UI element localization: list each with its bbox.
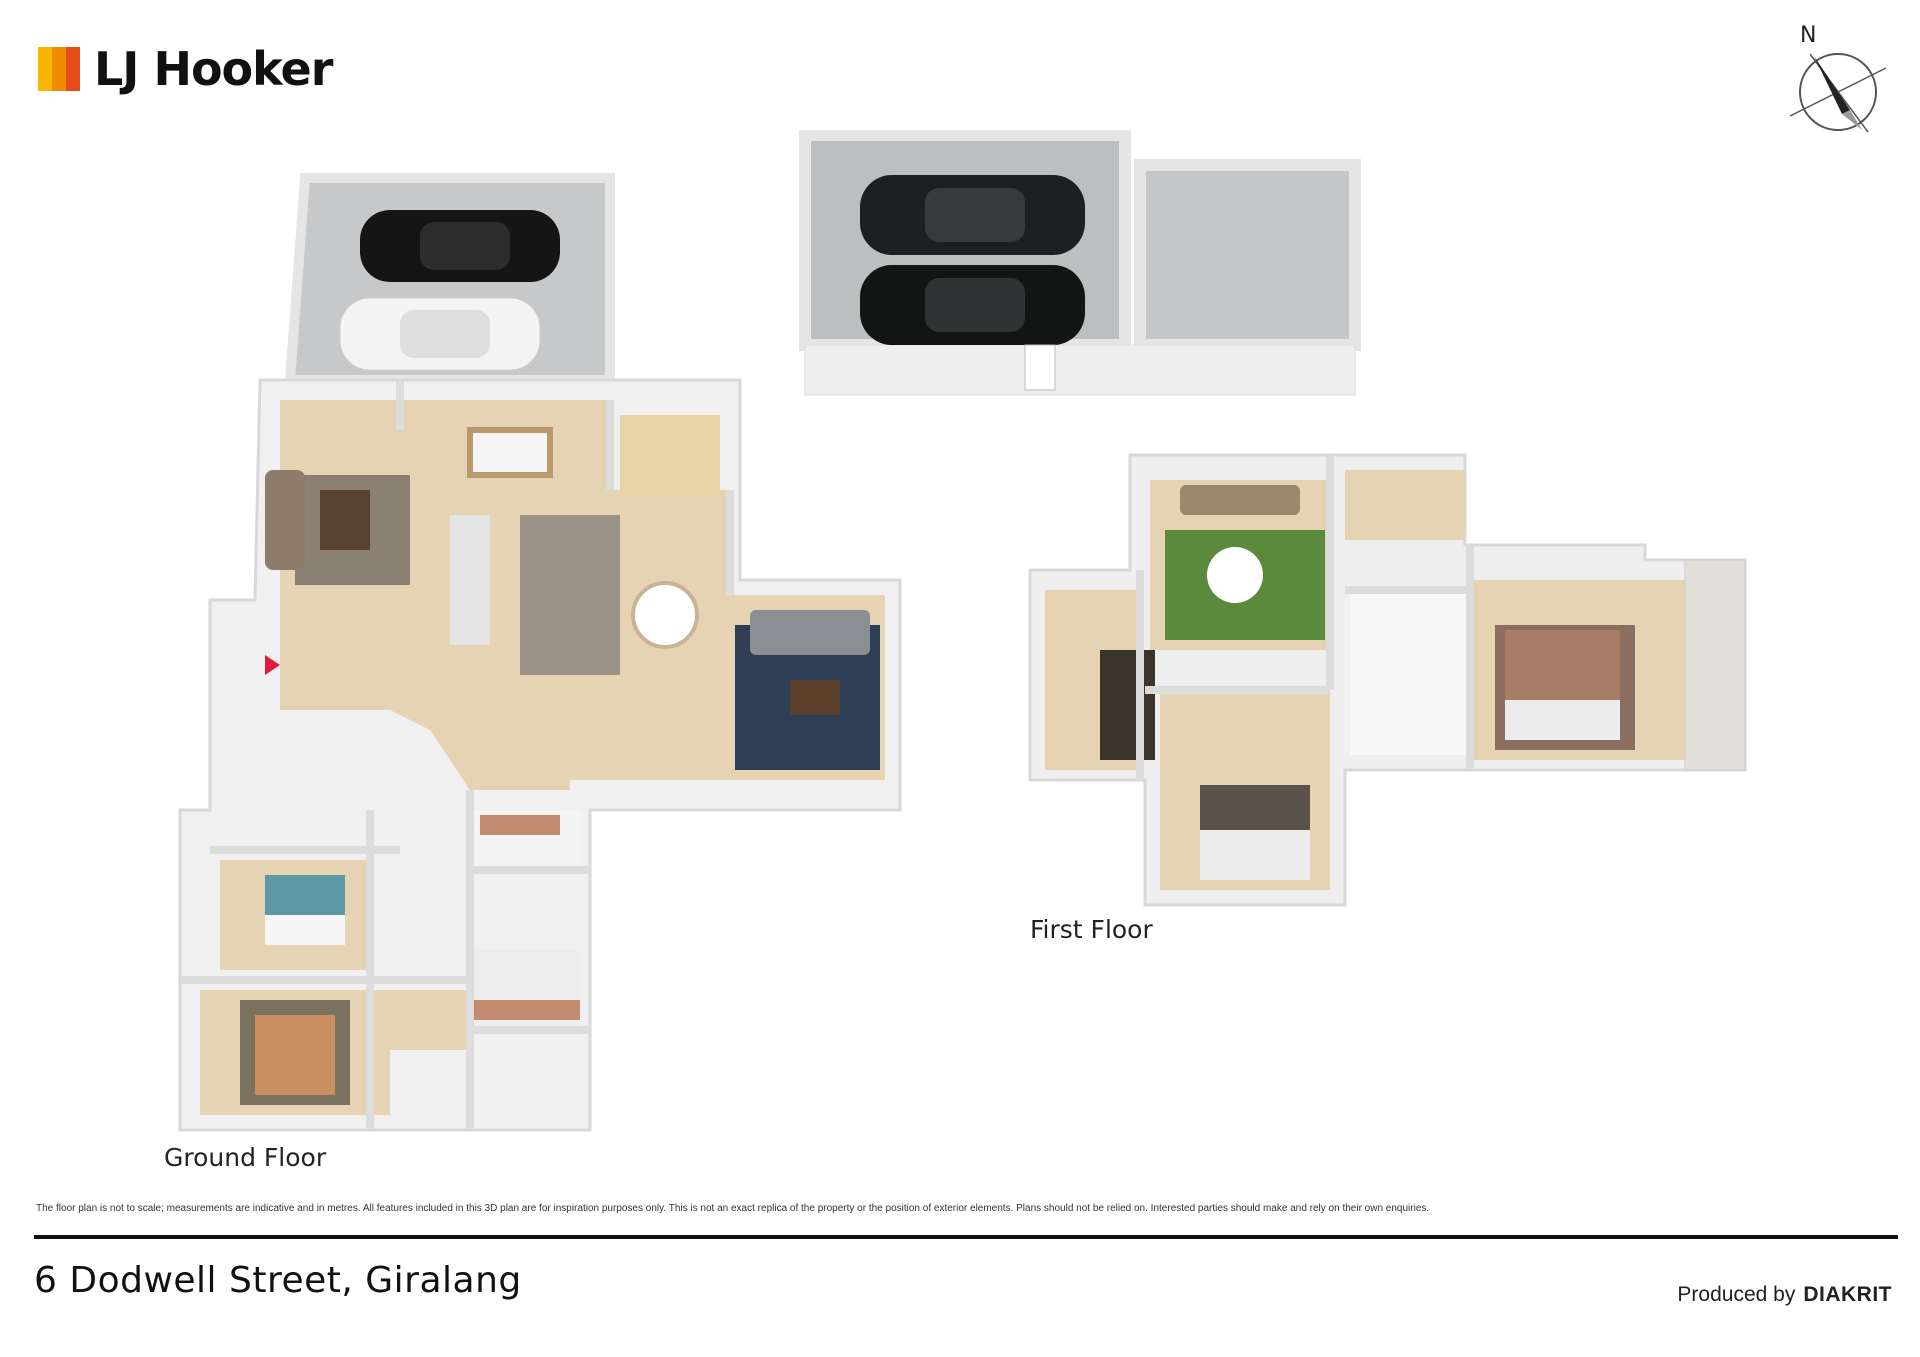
stair-void xyxy=(1100,650,1155,760)
north-compass-icon: N xyxy=(1789,23,1887,133)
brand-name: LJ Hooker xyxy=(94,42,333,96)
logo-bar-orange xyxy=(52,47,66,91)
property-address: 6 Dodwell Street, Giralang xyxy=(34,1260,522,1301)
logo-bar-red xyxy=(66,47,80,91)
robe-upper xyxy=(1345,470,1465,540)
credit-prefix: Produced by xyxy=(1677,1283,1796,1306)
entry-tiles xyxy=(620,415,720,495)
ground-garage xyxy=(284,173,615,385)
dining-table xyxy=(467,427,553,478)
ground-main-level xyxy=(178,378,902,1132)
balcony xyxy=(1684,559,1746,771)
ground-floor-plan xyxy=(178,173,902,1132)
compass-north-label: N xyxy=(1800,23,1816,48)
brand-logo: LJ Hooker xyxy=(38,42,333,96)
credit-brand: DIAKRIT xyxy=(1803,1283,1892,1306)
ensuite-floor xyxy=(1350,590,1470,755)
logo-bar-yellow xyxy=(38,47,52,91)
first-floor-plan xyxy=(1028,453,1747,907)
kitchen-bench xyxy=(520,515,620,675)
entry-marker-icon xyxy=(265,655,280,675)
produced-by-credit: Produced by DIAKRIT xyxy=(1677,1283,1892,1307)
walk-in-robe xyxy=(390,990,470,1050)
ground-floor-label: Ground Floor xyxy=(164,1143,327,1172)
detached-garage-plan xyxy=(799,130,1361,396)
logo-color-bars xyxy=(38,47,80,91)
disclaimer-text: The floor plan is not to scale; measurem… xyxy=(36,1203,1430,1214)
round-table xyxy=(631,581,699,649)
footer-divider xyxy=(34,1235,1898,1239)
first-floor-label: First Floor xyxy=(1030,915,1153,944)
